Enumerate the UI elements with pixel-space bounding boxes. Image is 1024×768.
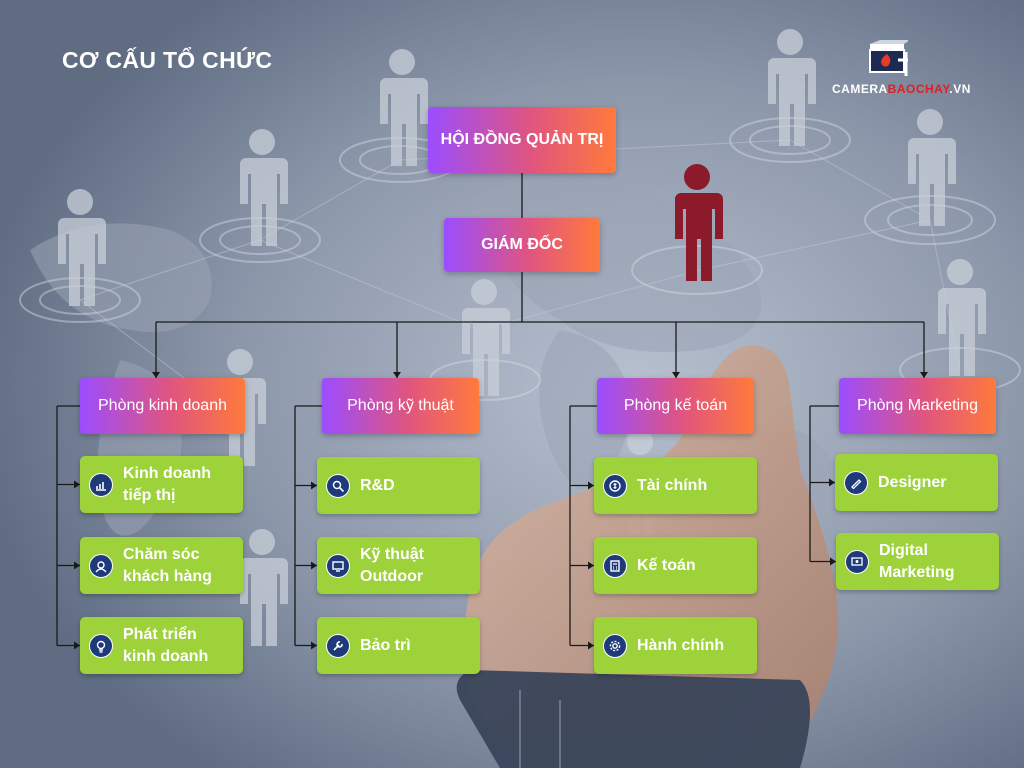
page-title: CƠ CẤU TỔ CHỨC [62, 47, 273, 73]
unit-card: Tài chính [594, 457, 757, 514]
connector-arrow [920, 372, 928, 378]
unit-label: Digital Marketing [879, 541, 955, 581]
connector-arrow [672, 372, 680, 378]
unit-label: Phát triển kinh doanh [123, 625, 209, 665]
connector-arrow [152, 372, 160, 378]
unit-card: Kỹ thuật Outdoor [317, 537, 480, 594]
money-icon [603, 473, 627, 498]
connector-arrow [74, 561, 80, 570]
unit-label: Designer [878, 473, 947, 491]
board-of-directors-box: HỘI ĐỒNG QUẢN TRỊ [428, 107, 616, 173]
unit-card: Hành chính [594, 617, 757, 674]
research-icon [326, 473, 350, 498]
unit-label: R&D [360, 476, 395, 494]
unit-label: Kinh doanh tiếp thị [123, 464, 211, 504]
logo-wordmark: CAMERABAOCHAY.VN [832, 82, 971, 96]
unit-card: Designer [835, 454, 998, 511]
connector-arrow [588, 641, 594, 650]
chart-icon [89, 472, 113, 497]
unit-label: Kế toán [637, 556, 696, 574]
unit-card: Phát triển kinh doanh [80, 617, 243, 674]
department-box: Phòng kỹ thuật [322, 378, 479, 434]
connector-arrow [393, 372, 401, 378]
department-box: Phòng kế toán [597, 378, 754, 434]
unit-card: Bảo trì [317, 617, 480, 674]
connector-arrow [74, 641, 80, 650]
calculator-icon [603, 553, 627, 578]
connector-arrow [311, 641, 317, 650]
connector-arrow [311, 561, 317, 570]
connector-arrow [829, 478, 835, 487]
unit-card: Kinh doanh tiếp thị [80, 456, 243, 513]
unit-card: Digital Marketing [836, 533, 999, 590]
unit-label: Kỹ thuật Outdoor [360, 545, 424, 585]
company-logo: CAMERABAOCHAY.VN [828, 38, 978, 100]
unit-card: Kế toán [594, 537, 757, 594]
wrench-icon [326, 633, 350, 658]
unit-label: Chăm sóc khách hàng [123, 545, 212, 585]
gear-icon [603, 633, 627, 658]
support-icon [89, 553, 113, 578]
connector-arrow [588, 561, 594, 570]
department-box: Phòng Marketing [839, 378, 996, 434]
monitor-icon [326, 553, 350, 578]
connector-arrow [311, 481, 317, 490]
connector-arrow [588, 481, 594, 490]
unit-card: R&D [317, 457, 480, 514]
lightbulb-icon [89, 633, 113, 658]
camera-logo-icon [869, 40, 910, 76]
unit-card: Chăm sóc khách hàng [80, 537, 243, 594]
department-box: Phòng kinh doanh [80, 378, 245, 434]
pen-icon [844, 470, 868, 495]
connector-arrow [74, 480, 80, 489]
unit-label: Hành chính [637, 636, 725, 654]
unit-label: Tài chính [637, 476, 708, 494]
connector-arrow [830, 557, 836, 566]
director-box: GIÁM ĐỐC [444, 218, 600, 272]
unit-label: Bảo trì [360, 636, 411, 654]
digital-icon [845, 549, 869, 574]
